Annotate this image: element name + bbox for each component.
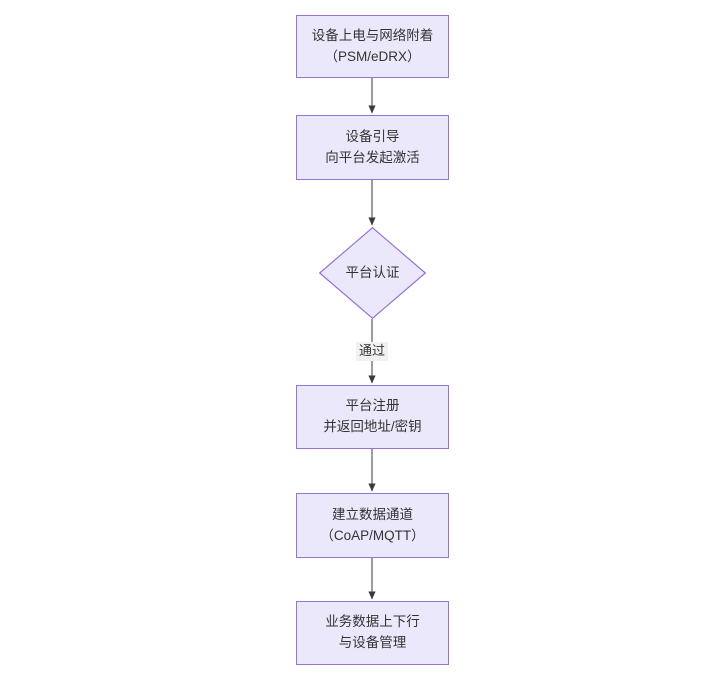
node-platform-registration[interactable]: 平台注册 并返回地址/密钥 xyxy=(296,385,449,449)
node-data-channel-setup[interactable]: 建立数据通道 （CoAP/MQTT） xyxy=(296,493,449,558)
node-label-line: 与设备管理 xyxy=(338,635,407,650)
node-label-line: （CoAP/MQTT） xyxy=(320,527,425,543)
edge-label-pass: 通过 xyxy=(356,342,389,361)
node-label-line: 建立数据通道 xyxy=(332,506,413,522)
node-label-line: 平台认证 xyxy=(345,264,400,280)
node-label-line: 业务数据上下行 xyxy=(325,614,420,630)
node-device-power-on[interactable]: 设备上电与网络附着 （PSM/eDRX） xyxy=(296,15,449,78)
node-label-line: 并返回地址/密钥 xyxy=(323,419,422,434)
node-platform-authentication[interactable]: 平台认证 xyxy=(319,227,426,319)
diamond-shape-icon xyxy=(319,227,426,319)
node-label-line: 向平台发起激活 xyxy=(325,149,420,165)
node-label-line: （PSM/eDRX） xyxy=(324,48,421,64)
node-label-line: 设备引导 xyxy=(345,128,400,144)
node-device-bootstrap[interactable]: 设备引导 向平台发起激活 xyxy=(296,115,449,180)
node-label-line: 平台注册 xyxy=(345,398,400,414)
node-label-line: 设备上电与网络附着 xyxy=(311,27,434,43)
node-business-data-and-device-management[interactable]: 业务数据上下行 与设备管理 xyxy=(296,601,449,665)
